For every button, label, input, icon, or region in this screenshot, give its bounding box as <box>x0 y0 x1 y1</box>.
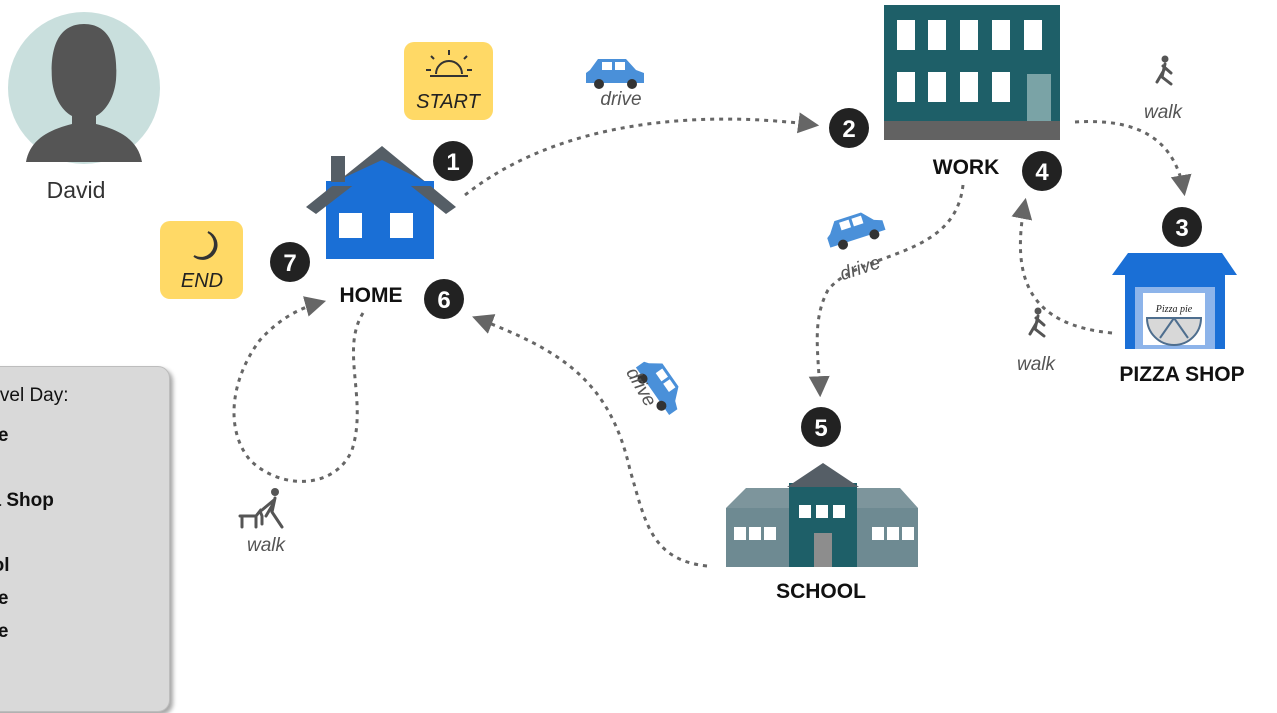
svg-text:2: 2 <box>842 116 855 143</box>
svg-text:7: 7 <box>283 250 296 277</box>
path-pizza-to-work <box>1011 197 1113 335</box>
svg-text:5: 5 <box>814 415 827 442</box>
path-work-to-pizza <box>1074 120 1192 197</box>
path-work-to-school <box>808 184 965 398</box>
step-marker-5: 5 <box>801 407 841 447</box>
start-label: START <box>416 91 481 113</box>
person-name: David <box>47 177 106 203</box>
pizza-sign-text: Pizza pie <box>1155 304 1193 315</box>
list-item: rk <box>0 458 54 491</box>
path-home-to-work <box>464 112 820 197</box>
school-building <box>726 463 918 567</box>
svg-text:1: 1 <box>446 149 459 176</box>
car-icon <box>827 212 886 250</box>
step-marker-6: 6 <box>424 279 464 319</box>
step-marker-1: 1 <box>433 141 473 181</box>
moon-icon <box>193 231 218 260</box>
list-item: me <box>0 425 54 458</box>
end-badge: END <box>160 221 243 299</box>
step-marker-4: 4 <box>1022 151 1062 191</box>
svg-text:6: 6 <box>437 287 450 314</box>
step-marker-7: 7 <box>270 242 310 282</box>
work-building <box>884 5 1060 140</box>
dog-walker-icon <box>238 488 284 529</box>
list-item: za Shop <box>0 490 54 512</box>
start-badge: START <box>404 42 493 120</box>
walking-person-icon <box>1155 55 1173 86</box>
svg-text:3: 3 <box>1175 215 1188 242</box>
car-icon <box>635 361 679 415</box>
list-item: me <box>0 621 54 654</box>
school-label: SCHOOL <box>776 580 866 603</box>
mode-label-work-school: drive <box>837 252 883 285</box>
list-item: ool <box>0 555 10 577</box>
panel-title: ravel Day: <box>0 385 69 406</box>
list-item: me <box>0 588 54 621</box>
car-icon <box>586 59 644 89</box>
path-dog-walk-loop <box>232 296 365 483</box>
end-label: END <box>181 270 223 292</box>
svg-text:4: 4 <box>1035 159 1049 186</box>
pizza-shop-label: PIZZA SHOP <box>1119 363 1244 386</box>
step-marker-2: 2 <box>829 108 869 148</box>
mode-label-home-work: drive <box>600 89 641 110</box>
mode-label-work-pizza: walk <box>1144 102 1184 123</box>
step-marker-3: 3 <box>1162 207 1202 247</box>
mode-label-dog-walk: walk <box>247 535 287 556</box>
itinerary-list: me rk za Shop rk ool me me <box>0 425 54 653</box>
pizza-shop: Pizza pie <box>1112 253 1237 349</box>
travel-day-panel: ravel Day: me rk za Shop rk ool me me <box>0 366 170 712</box>
avatar <box>8 12 160 164</box>
mode-label-pizza-work: walk <box>1017 354 1057 375</box>
work-label: WORK <box>933 156 1000 179</box>
path-school-to-home <box>472 314 708 568</box>
list-item: rk <box>0 523 54 556</box>
home-house <box>306 146 456 259</box>
walking-person-icon <box>1028 307 1046 338</box>
home-label: HOME <box>340 284 403 307</box>
sunrise-icon <box>426 50 472 77</box>
